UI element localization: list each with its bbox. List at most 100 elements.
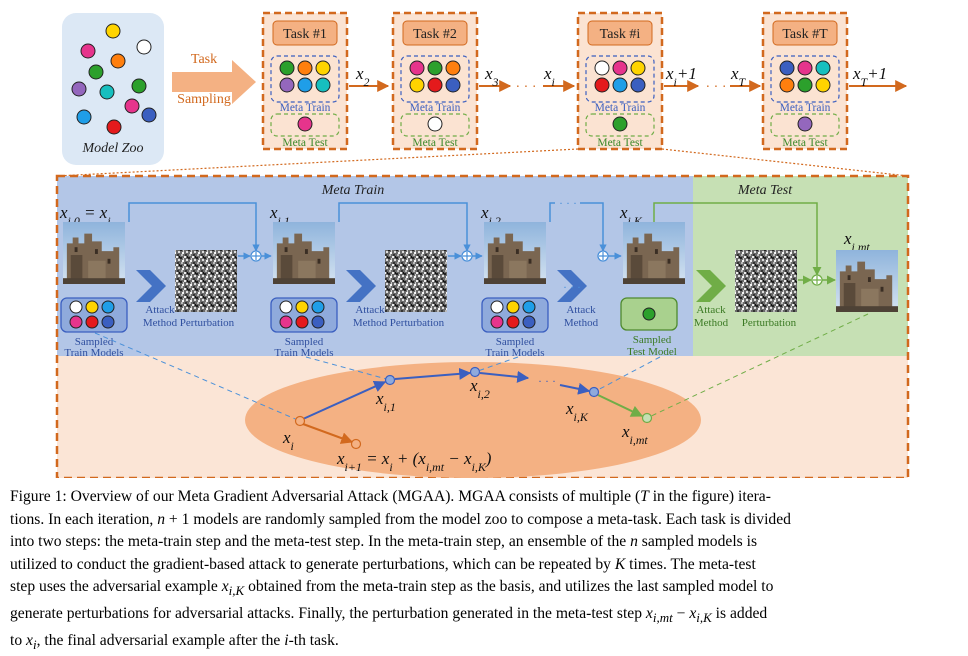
attack-method-label: Attack	[355, 304, 385, 316]
castle-image	[836, 250, 898, 312]
meta-train-label: Meta Train	[410, 102, 461, 114]
caption-line-6: generate perturbations for adversarial a…	[10, 605, 768, 626]
attack-method-chevron	[557, 270, 587, 302]
caption-line-1: Figure 1: Overview of our Meta Gradient …	[10, 488, 771, 505]
test-model-dot	[797, 116, 813, 132]
trajectory-label: xi	[282, 428, 294, 453]
meta-test-group	[400, 113, 470, 137]
test-model-dot	[612, 116, 628, 132]
task-sampling-label: Sampling	[177, 92, 231, 107]
sampled-train-dot	[101, 300, 115, 314]
task-output-var: xi	[543, 64, 555, 89]
trajectory-point	[588, 386, 600, 398]
task-ellipsis: · · ·	[706, 80, 727, 95]
train-model-dot	[315, 60, 331, 76]
perturbation-label: Perturbation	[180, 317, 235, 329]
meta-test-label: Meta Test	[597, 137, 643, 149]
task-title-box	[587, 20, 653, 46]
train-model-dot	[779, 60, 795, 76]
task-title-box	[402, 20, 468, 46]
perturbation-image	[175, 250, 237, 312]
task-title: Task #2	[413, 27, 457, 42]
projection-line	[305, 356, 391, 381]
meta-train-label: Meta Train	[280, 102, 331, 114]
sampled-train-dot	[311, 315, 325, 329]
sampled-train-dot	[522, 300, 536, 314]
task-output-var: xi+1	[665, 64, 697, 89]
sampled-train-dot	[85, 300, 99, 314]
task-output-var: xT+1	[852, 64, 887, 89]
train-model-dot	[612, 77, 628, 93]
castle-image	[484, 222, 546, 284]
zoo-model-dot	[88, 64, 104, 80]
train-model-dot	[445, 77, 461, 93]
castle-image	[63, 222, 125, 284]
train-model-dot	[427, 60, 443, 76]
skip-connection	[549, 202, 555, 222]
task-title: Task #T	[782, 27, 828, 42]
trajectory-step	[479, 370, 530, 383]
skip-connection	[580, 202, 607, 252]
train-model-dot	[797, 60, 813, 76]
trajectory-point	[384, 374, 396, 386]
sampled-train-dot	[506, 315, 520, 329]
train-model-dot	[815, 77, 831, 93]
perturbation-label: Perturbation	[390, 317, 445, 329]
train-model-dot	[779, 77, 795, 93]
perturbation-image	[735, 250, 797, 312]
trajectory-point	[469, 366, 481, 378]
zoo-model-dot	[76, 109, 92, 125]
attack-method-chevron	[136, 270, 166, 302]
meta-train-group	[270, 55, 340, 103]
caption-line-7: to xi, the final adversarial example aft…	[10, 631, 339, 652]
meta-train-group	[400, 55, 470, 103]
zoo-model-dot	[80, 43, 96, 59]
sampled-train-dot	[506, 300, 520, 314]
train-model-dot	[279, 60, 295, 76]
task-sampling-arrow	[172, 60, 256, 104]
sampled-train-dot	[490, 300, 504, 314]
trajectory-label: xi,1	[375, 389, 396, 414]
attack-method-label: Attack	[696, 304, 726, 316]
caption-line-3: into two steps: the meta-train step and …	[10, 533, 758, 551]
stage-image	[63, 222, 125, 284]
sampled-train-dot	[522, 315, 536, 329]
sampled-train-dot	[279, 300, 293, 314]
sampled-train-dot	[295, 300, 309, 314]
meta-test-group	[770, 113, 840, 137]
sampled-train-dot	[279, 315, 293, 329]
meta-train-group	[770, 55, 840, 103]
zoo-model-dot	[136, 39, 152, 55]
zoom-line	[56, 148, 579, 177]
trajectory-step	[394, 367, 472, 380]
attack-method-label: Method	[694, 317, 729, 329]
castle-image	[273, 222, 335, 284]
sampled-train-label: Sampled	[285, 336, 324, 348]
update-formula: xi+1 = xi + (xi,mt − xi,K)	[336, 449, 492, 474]
trajectory-step	[302, 380, 387, 420]
train-model-dot	[297, 77, 313, 93]
zoo-model-dot	[124, 98, 140, 114]
task-title-box	[772, 20, 838, 46]
trajectory-point	[294, 415, 306, 427]
meta-test-label: Meta Test	[282, 137, 328, 149]
train-model-dot	[315, 77, 331, 93]
trajectory-step	[597, 394, 644, 417]
meta-train-label: Meta Train	[780, 102, 831, 114]
sampled-train-dot	[85, 315, 99, 329]
trajectory-ellipsis: · · ·	[538, 374, 556, 388]
sampled-train-label: Sampled	[75, 336, 114, 348]
meta-train-title: Meta Train	[321, 183, 385, 198]
task-title-box	[272, 20, 338, 46]
trajectory-step	[559, 382, 591, 395]
castle-image	[623, 222, 685, 284]
meta-train-group	[585, 55, 655, 103]
zoo-model-dot	[131, 78, 147, 94]
meta-test-skip	[653, 202, 822, 276]
zoo-model-dot	[141, 107, 157, 123]
caption-line-5: step uses the adversarial example xi,K o…	[10, 578, 774, 599]
zoom-line	[661, 148, 909, 177]
test-model-dot	[427, 116, 443, 132]
sampled-test-label: Test Model	[627, 346, 677, 358]
